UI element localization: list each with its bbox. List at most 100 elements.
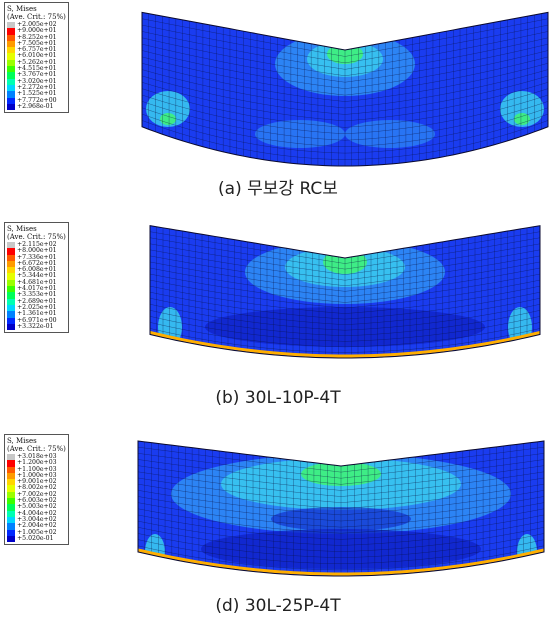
legend-value: +4.515e+01 <box>17 65 57 73</box>
legend-swatch <box>7 273 15 280</box>
legend-row: +3.767e+01 <box>7 71 66 79</box>
mesh-line <box>138 471 544 497</box>
legend-value: +2.689e+01 <box>17 297 57 305</box>
mesh-line <box>150 316 540 342</box>
legend-row: +6.003e+02 <box>7 497 66 505</box>
mesh-line <box>150 304 540 331</box>
mesh-line <box>138 520 544 546</box>
legend-value: +7.772e+00 <box>17 96 57 104</box>
legend-value: +6.971e+00 <box>17 316 57 324</box>
legend-row: +8.000e+01 <box>7 247 66 255</box>
legend-value: +8.000e+01 <box>17 247 57 255</box>
legend-swatch <box>7 466 15 473</box>
legend-swatch <box>7 292 15 299</box>
legend-row: +4.017e+01 <box>7 285 66 293</box>
legend-row: +6.971e+00 <box>7 316 66 324</box>
mesh-line <box>138 527 544 552</box>
legend-row: +8.002e+02 <box>7 485 66 492</box>
legend-row: +5.344e+01 <box>7 272 66 280</box>
legend-b: S, Mises (Ave. Crit.: 75%) +2.115e+02+8.… <box>4 222 69 334</box>
mesh-line <box>142 50 548 89</box>
beam-outline <box>141 11 549 167</box>
mesh-line <box>138 477 544 503</box>
legend-row: +6.757e+01 <box>7 46 66 54</box>
mesh-line <box>138 483 544 510</box>
legend-swatch <box>7 472 15 480</box>
legend-title: S, Mises (Ave. Crit.: 75%) <box>7 5 66 21</box>
legend-swatch <box>7 84 15 92</box>
legend-row: +1.100e+03 <box>7 466 66 473</box>
legend-value: +1.361e+01 <box>17 310 57 318</box>
legend-swatch <box>7 40 15 48</box>
panel-b: S, Mises (Ave. Crit.: 75%) +2.115e+02+8.… <box>0 208 556 413</box>
legend-row: +6.008e+01 <box>7 266 66 274</box>
legend-swatch <box>7 279 15 287</box>
legend-row: +4.515e+01 <box>7 65 66 73</box>
mesh-line <box>138 514 544 540</box>
mesh-line <box>138 465 544 491</box>
legend-value: +6.757e+01 <box>17 46 57 54</box>
legend-value: +5.020e-01 <box>17 534 54 542</box>
legend-swatch <box>7 454 15 461</box>
legend-value: +9.000e+01 <box>17 27 57 35</box>
legend-row: +7.772e+00 <box>7 96 66 104</box>
legend-value: +5.003e+02 <box>17 503 57 511</box>
legend-value: +8.252e+01 <box>17 33 57 41</box>
legend-swatch <box>7 53 15 60</box>
legend-swatch <box>7 523 15 530</box>
beam-body <box>138 440 544 577</box>
beam-contour-a <box>141 11 549 167</box>
legend-value: +4.681e+01 <box>17 278 57 286</box>
mesh-line <box>150 328 540 353</box>
legend-swatch <box>7 311 15 318</box>
mesh-line <box>142 101 548 141</box>
legend-swatch <box>7 72 15 79</box>
mesh-line <box>142 113 548 154</box>
mesh-line <box>142 88 548 128</box>
legend-value: +5.344e+01 <box>17 272 57 280</box>
mesh-line <box>150 291 540 320</box>
legend-row: +6.672e+01 <box>7 260 66 268</box>
beam-body <box>150 225 540 358</box>
mesh-line <box>138 459 544 485</box>
caption-a: (a) 무보강 RC보 <box>218 179 338 199</box>
mesh-line <box>142 120 548 160</box>
legend-rows: +3.018e+03+1.200e+03+1.100e+03+1.000e+03… <box>5 453 68 544</box>
mesh-line <box>138 490 544 516</box>
legend-value: +3.767e+01 <box>17 71 57 79</box>
legend-value: +3.322e-01 <box>17 322 54 330</box>
legend-swatch <box>7 323 15 331</box>
legend-row: +5.262e+01 <box>7 59 66 67</box>
reinforcement-strip <box>138 548 544 576</box>
legend-value: +9.001e+02 <box>17 478 57 486</box>
legend-swatch <box>7 97 15 104</box>
legend-row: +7.002e+02 <box>7 491 66 499</box>
mesh-line <box>138 446 544 473</box>
beam-outline <box>137 440 545 577</box>
caption-d: (d) 30L-25P-4T <box>215 596 341 616</box>
legend-value: +2.005e+02 <box>17 21 57 28</box>
legend-row: +2.968e-01 <box>7 103 66 111</box>
mesh-line <box>142 24 548 64</box>
legend-value: +4.004e+02 <box>17 509 57 517</box>
legend-swatch <box>7 510 15 517</box>
legend-row: +4.681e+01 <box>7 278 66 287</box>
legend-row: +1.361e+01 <box>7 310 66 318</box>
legend-value: +4.017e+01 <box>17 285 57 293</box>
legend-value: +1.000e+03 <box>17 471 57 479</box>
mesh-line <box>150 297 540 325</box>
panel-d: S, Mises (Ave. Crit.: 75%) +3.018e+03+1.… <box>0 420 556 623</box>
legend-row: +3.018e+03 <box>7 453 66 461</box>
mesh-line <box>150 310 540 337</box>
legend-swatch <box>7 498 15 505</box>
legend-swatch <box>7 103 15 111</box>
mesh-line <box>150 322 540 348</box>
mesh-line <box>142 18 548 57</box>
legend-swatch <box>7 304 15 312</box>
legend-value: +3.020e+01 <box>17 77 57 85</box>
legend-swatch <box>7 91 15 98</box>
legend-row: +5.020e-01 <box>7 534 66 543</box>
stress-contour <box>514 113 530 125</box>
legend-value: +1.525e+01 <box>17 90 57 98</box>
mesh-line <box>150 267 540 298</box>
